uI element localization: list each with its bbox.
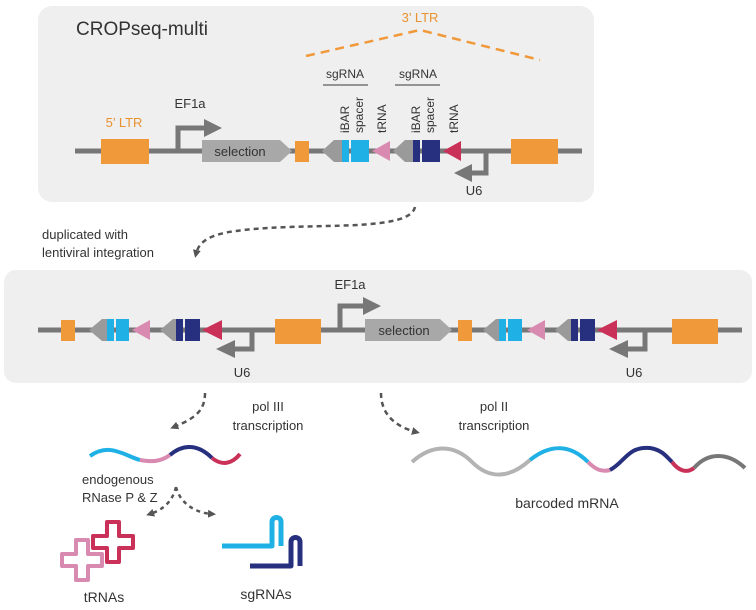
right-junction-box	[458, 320, 472, 341]
u6-promoter-arrow	[470, 151, 489, 176]
mrna-segment-5prime	[410, 446, 532, 477]
ef1a-arrowhead-icon	[204, 119, 222, 137]
provirus-selection-marker	[365, 319, 452, 341]
sgrna1-label: sgRNA	[326, 67, 364, 81]
integration-arrow	[192, 206, 417, 258]
right-trna1	[527, 320, 545, 340]
sgrna2-spacer	[422, 140, 440, 162]
rnase-arrow-left	[146, 486, 178, 517]
right-sgrna1-ibar	[499, 319, 506, 341]
ef1a-label: EF1a	[174, 96, 206, 111]
ltr3-bracket	[305, 28, 541, 62]
provirus-ef1a-promoter-arrow	[337, 303, 365, 330]
duplicated-label-line2: lentiviral integration	[42, 245, 154, 260]
left-sgrna1-spacer	[116, 319, 129, 341]
mrna-segment-trna1	[586, 460, 611, 473]
mrna-segment-trna2	[670, 460, 696, 473]
right-trna2	[597, 320, 617, 340]
left-sgrna2-spacer	[185, 319, 200, 341]
mrna-segment-spacer2	[608, 445, 674, 472]
sgrna2-label: sgRNA	[399, 67, 437, 81]
left-sgrna2-scaffold	[160, 319, 176, 341]
right-sgrna1-scaffold	[483, 319, 499, 341]
rnase-arrow-right	[174, 486, 216, 518]
sgrna1-spacer	[351, 140, 369, 162]
provirus-ef1a-label: EF1a	[334, 277, 366, 292]
left-junction-box	[61, 320, 75, 341]
pol2-label-line1: pol II	[480, 399, 508, 414]
trna2-label: tRNA	[447, 104, 461, 133]
right-sgrna1-spacer	[508, 319, 522, 341]
left-trna1	[132, 320, 150, 340]
left-sgrna1-scaffold	[89, 319, 107, 341]
rnase-label-line2: RNase P & Z	[82, 490, 158, 505]
ltr5-box	[101, 139, 149, 164]
right-ltr-box	[672, 319, 718, 344]
provirus-ef1a-arrowhead-icon	[363, 297, 381, 315]
construct-title: CROPseq-multi	[76, 19, 208, 40]
ltr5-label: 5’ LTR	[106, 115, 143, 130]
sgrna1-spacer-label: spacer	[352, 97, 366, 133]
sgrna2-scaffold	[393, 140, 413, 162]
ltr-junction-box	[295, 141, 309, 162]
trna1-label: tRNA	[375, 104, 389, 133]
right-u6-label: U6	[626, 365, 643, 380]
sgrna-dark-icon	[250, 535, 303, 569]
mrna-label: barcoded mRNA	[515, 495, 619, 511]
duplicated-label-line1: duplicated with	[42, 227, 128, 242]
right-sgrna2-ibar	[571, 319, 578, 341]
left-u6-arrowhead-icon	[216, 340, 235, 358]
sgrna1-scaffold	[322, 140, 342, 162]
trna-magenta-icon	[91, 520, 135, 564]
pol2-label-line2: transcription	[459, 418, 530, 433]
pol3-label-line1: pol III	[252, 399, 284, 414]
sgrnas-label: sgRNAs	[240, 586, 291, 602]
left-sgrna2-ibar	[176, 319, 183, 341]
left-sgrna1-ibar	[107, 319, 114, 341]
left-u6-promoter-arrow	[233, 330, 255, 352]
pol3-label-line2: transcription	[233, 418, 304, 433]
mrna-segment-spacer1	[528, 446, 590, 464]
pol2-arrow	[379, 392, 420, 435]
sgrna2-ibar-label: iBAR	[409, 105, 423, 133]
u6-arrowhead-icon	[454, 164, 472, 182]
selection-label: selection	[214, 144, 265, 159]
precursor-segment-trna1	[139, 453, 172, 464]
trna2	[443, 141, 461, 161]
left-u6-label: U6	[234, 365, 251, 380]
left-trna2	[202, 320, 222, 340]
ltr3-box	[511, 139, 558, 164]
sgrna1-ibar-label: iBAR	[338, 105, 352, 133]
sgrna2-spacer-label: spacer	[423, 97, 437, 133]
sgrna2-ibar	[413, 140, 420, 162]
sgrna-light-icon	[222, 515, 284, 549]
rnase-label-line1: endogenous	[82, 472, 154, 487]
trna-pink-icon	[60, 538, 104, 582]
trnas-label: tRNAs	[84, 589, 124, 605]
right-u6-promoter-arrow	[626, 330, 648, 352]
pol3-arrow	[170, 392, 207, 430]
right-u6-arrowhead-icon	[609, 340, 628, 358]
ltr3-label: 3’ LTR	[402, 10, 439, 25]
sgrna1-ibar	[342, 140, 349, 162]
precursor-segment-spacer2	[168, 445, 214, 460]
u6-label: U6	[466, 183, 483, 198]
trna1	[372, 141, 390, 161]
left-ltr-box	[275, 319, 321, 344]
ef1a-promoter-arrow	[175, 125, 206, 151]
provirus-selection-label: selection	[378, 323, 429, 338]
selection-marker	[202, 140, 292, 162]
right-sgrna2-scaffold	[555, 319, 571, 341]
precursor-segment-trna2	[210, 452, 242, 465]
mrna-segment-3prime	[692, 454, 747, 470]
right-sgrna2-spacer	[580, 319, 595, 341]
precursor-segment-spacer1	[88, 448, 141, 462]
